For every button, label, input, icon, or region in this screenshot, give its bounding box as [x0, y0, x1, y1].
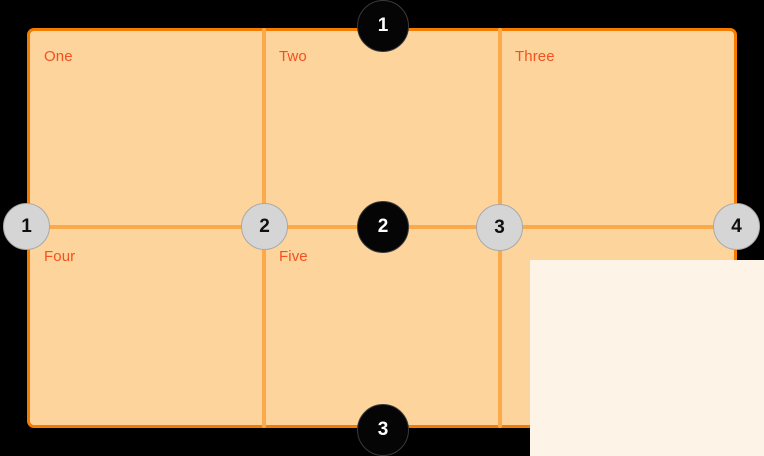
region-label-five: Five: [279, 248, 308, 265]
col-marker-badge-2[interactable]: 2: [241, 203, 288, 250]
region-label-two: Two: [279, 48, 307, 65]
region-label-one: One: [44, 48, 73, 65]
region-six-empty[interactable]: [530, 260, 764, 456]
col-marker-badge-4[interactable]: 4: [713, 203, 760, 250]
region-label-four: Four: [44, 248, 76, 265]
col-marker-badge-1[interactable]: 1: [3, 203, 50, 250]
row-marker-badge-1[interactable]: 1: [357, 0, 409, 52]
region-label-three: Three: [515, 48, 555, 65]
col-marker-badge-3[interactable]: 3: [476, 204, 523, 251]
row-marker-badge-3[interactable]: 3: [357, 404, 409, 456]
row-marker-badge-2[interactable]: 2: [357, 201, 409, 253]
